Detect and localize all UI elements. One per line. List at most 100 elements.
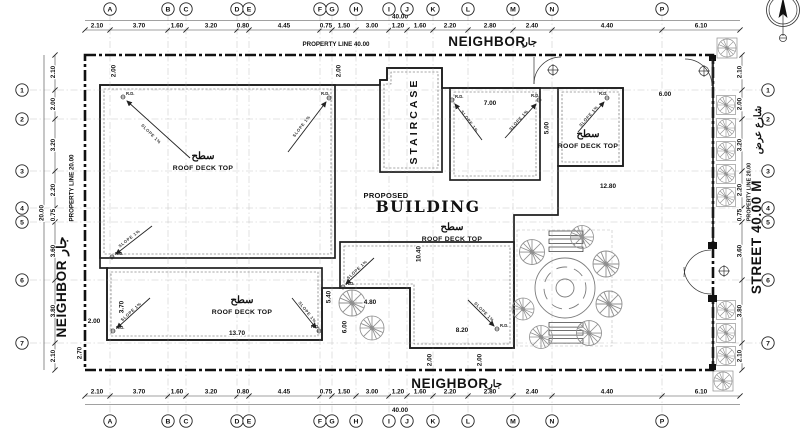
svg-text:6.00: 6.00 xyxy=(659,91,672,98)
svg-text:R.D.: R.D. xyxy=(115,251,123,256)
svg-text:2.00: 2.00 xyxy=(737,97,744,110)
dim-row-bottom: 2.10 3.70 1.60 3.20 0.80 4.45 0.75 1.50 … xyxy=(81,387,744,415)
overall-width-top: 40.00 xyxy=(392,14,408,21)
svg-text:C: C xyxy=(184,419,189,426)
svg-text:SLOPE 1%: SLOPE 1% xyxy=(140,123,162,145)
svg-text:2.00: 2.00 xyxy=(427,353,434,366)
grid-bubbles-right xyxy=(761,83,775,350)
svg-text:3.00: 3.00 xyxy=(366,23,379,30)
roof-deck-left xyxy=(99,84,336,259)
svg-text:2.10: 2.10 xyxy=(737,349,744,362)
neighbor-bottom-arabic: جار xyxy=(487,379,502,390)
svg-text:3.20: 3.20 xyxy=(205,389,218,396)
door-top-right xyxy=(684,58,713,87)
svg-text:8.20: 8.20 xyxy=(456,327,469,334)
svg-text:7: 7 xyxy=(766,341,770,348)
svg-text:ROOF DECK TOP: ROOF DECK TOP xyxy=(212,309,273,316)
svg-text:6: 6 xyxy=(766,278,770,285)
svg-text:2.00: 2.00 xyxy=(336,64,343,77)
svg-text:7: 7 xyxy=(20,341,24,348)
svg-text:1.20: 1.20 xyxy=(392,389,405,396)
svg-text:6: 6 xyxy=(20,278,24,285)
overall-width-bottom: 40.00 xyxy=(392,407,408,414)
svg-text:2.10: 2.10 xyxy=(91,389,104,396)
svg-text:سطح: سطح xyxy=(230,295,253,306)
svg-text:SLOPE 1%: SLOPE 1% xyxy=(473,301,495,323)
svg-text:E: E xyxy=(247,419,252,426)
svg-text:1.60: 1.60 xyxy=(171,389,184,396)
main-gate xyxy=(683,242,717,302)
building-labels: PROPOSED BUILDING سطح ROOF DECK TOP سطح … xyxy=(173,129,618,316)
svg-text:R.D.: R.D. xyxy=(126,91,134,96)
svg-text:I: I xyxy=(388,419,390,426)
roof-deck-mid-top xyxy=(449,87,541,181)
door-top-mid xyxy=(533,56,562,85)
svg-text:4: 4 xyxy=(20,206,24,213)
svg-text:R.D.: R.D. xyxy=(346,281,354,286)
svg-text:R.D.: R.D. xyxy=(116,325,124,330)
svg-text:3.60: 3.60 xyxy=(737,244,744,257)
svg-text:5.40: 5.40 xyxy=(326,290,333,303)
neighbor-top-arabic: جار xyxy=(522,37,537,48)
svg-text:2.80: 2.80 xyxy=(484,389,497,396)
svg-text:6.00: 6.00 xyxy=(342,320,349,333)
svg-text:J: J xyxy=(405,7,409,14)
crossed-circle-symbol xyxy=(546,63,560,77)
svg-text:I: I xyxy=(388,7,390,14)
svg-text:5.00: 5.00 xyxy=(544,121,551,134)
svg-text:A: A xyxy=(108,419,113,426)
svg-text:R.D.: R.D. xyxy=(321,91,329,96)
svg-text:L: L xyxy=(466,419,470,426)
neighbor-top-label: NEIGHBOR xyxy=(448,34,526,49)
street-label: STREET 40.00 M xyxy=(749,180,764,294)
svg-text:4.45: 4.45 xyxy=(278,23,291,30)
svg-text:C: C xyxy=(184,7,189,14)
svg-text:B: B xyxy=(166,7,171,14)
grid-bubbles-top xyxy=(103,2,669,16)
street-arabic: شارع عرض xyxy=(753,106,764,155)
svg-text:ROOF DECK TOP: ROOF DECK TOP xyxy=(422,236,483,243)
svg-text:0.75: 0.75 xyxy=(737,208,744,221)
svg-text:1.60: 1.60 xyxy=(414,23,427,30)
compass-north-icon xyxy=(766,0,800,42)
svg-text:2.10: 2.10 xyxy=(50,65,57,78)
svg-text:SLOPE 1%: SLOPE 1% xyxy=(117,228,141,248)
crossed-circle-symbol xyxy=(717,264,731,278)
svg-text:P: P xyxy=(660,419,665,426)
svg-text:0.75: 0.75 xyxy=(320,389,333,396)
svg-text:5: 5 xyxy=(20,220,24,227)
svg-text:1.50: 1.50 xyxy=(338,389,351,396)
svg-text:F: F xyxy=(318,419,322,426)
staircase-label: STAIRCASE xyxy=(408,78,420,165)
svg-text:4.40: 4.40 xyxy=(601,389,614,396)
building-label: BUILDING xyxy=(376,197,481,216)
neighbor-bottom-label: NEIGHBOR xyxy=(411,376,489,391)
svg-text:3.20: 3.20 xyxy=(737,138,744,151)
grid-bubbles-bottom xyxy=(103,414,669,428)
svg-text:J: J xyxy=(405,419,409,426)
svg-text:2.20: 2.20 xyxy=(50,183,57,196)
roof-drains: R.D. R.D. R.D. R.D. R.D. R.D. R.D. R.D. … xyxy=(109,91,610,334)
slope-arrows: SLOPE 1% SLOPE 1% SLOPE 1% SLOPE 1% SLOP… xyxy=(115,100,605,329)
grid-lines xyxy=(30,14,762,414)
svg-text:6.10: 6.10 xyxy=(695,389,708,396)
svg-text:SLOPE 1%: SLOPE 1% xyxy=(460,109,480,133)
svg-text:2.70: 2.70 xyxy=(77,346,84,359)
svg-text:K: K xyxy=(431,7,436,14)
garden-area xyxy=(338,225,623,349)
svg-text:1.50: 1.50 xyxy=(338,23,351,30)
svg-text:2.00: 2.00 xyxy=(50,97,57,110)
svg-text:1.60: 1.60 xyxy=(414,389,427,396)
svg-text:سطح: سطح xyxy=(440,222,463,233)
svg-text:3.20: 3.20 xyxy=(50,138,57,151)
property-line-left: PROPERTY LINE 20.00 xyxy=(69,154,76,222)
svg-text:B: B xyxy=(166,419,171,426)
svg-text:2.40: 2.40 xyxy=(526,23,539,30)
svg-text:2.00: 2.00 xyxy=(111,64,118,77)
svg-text:SLOPE 1%: SLOPE 1% xyxy=(508,109,529,132)
svg-text:4.80: 4.80 xyxy=(364,299,377,306)
svg-text:2.40: 2.40 xyxy=(526,389,539,396)
grid-bubbles-left xyxy=(15,83,29,350)
